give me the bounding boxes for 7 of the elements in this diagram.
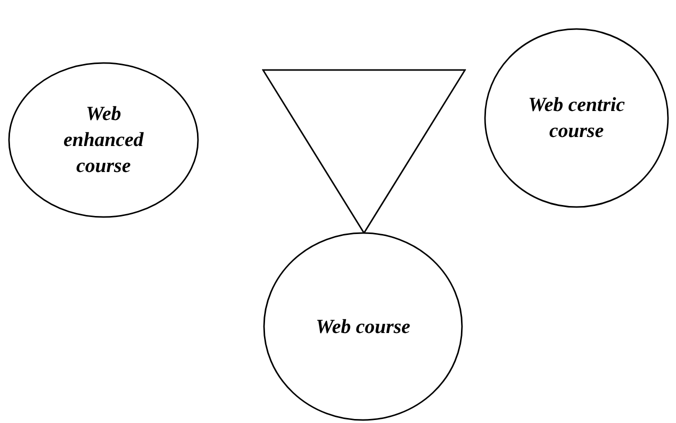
triangle-shape bbox=[262, 68, 466, 234]
node-label: Web centric course bbox=[527, 93, 626, 144]
ellipse-node bbox=[8, 62, 199, 218]
ellipse-node bbox=[263, 232, 463, 421]
ellipse-node bbox=[484, 28, 669, 208]
node-label: Web enhanced course bbox=[62, 102, 145, 179]
node-label: Web course bbox=[314, 314, 412, 340]
